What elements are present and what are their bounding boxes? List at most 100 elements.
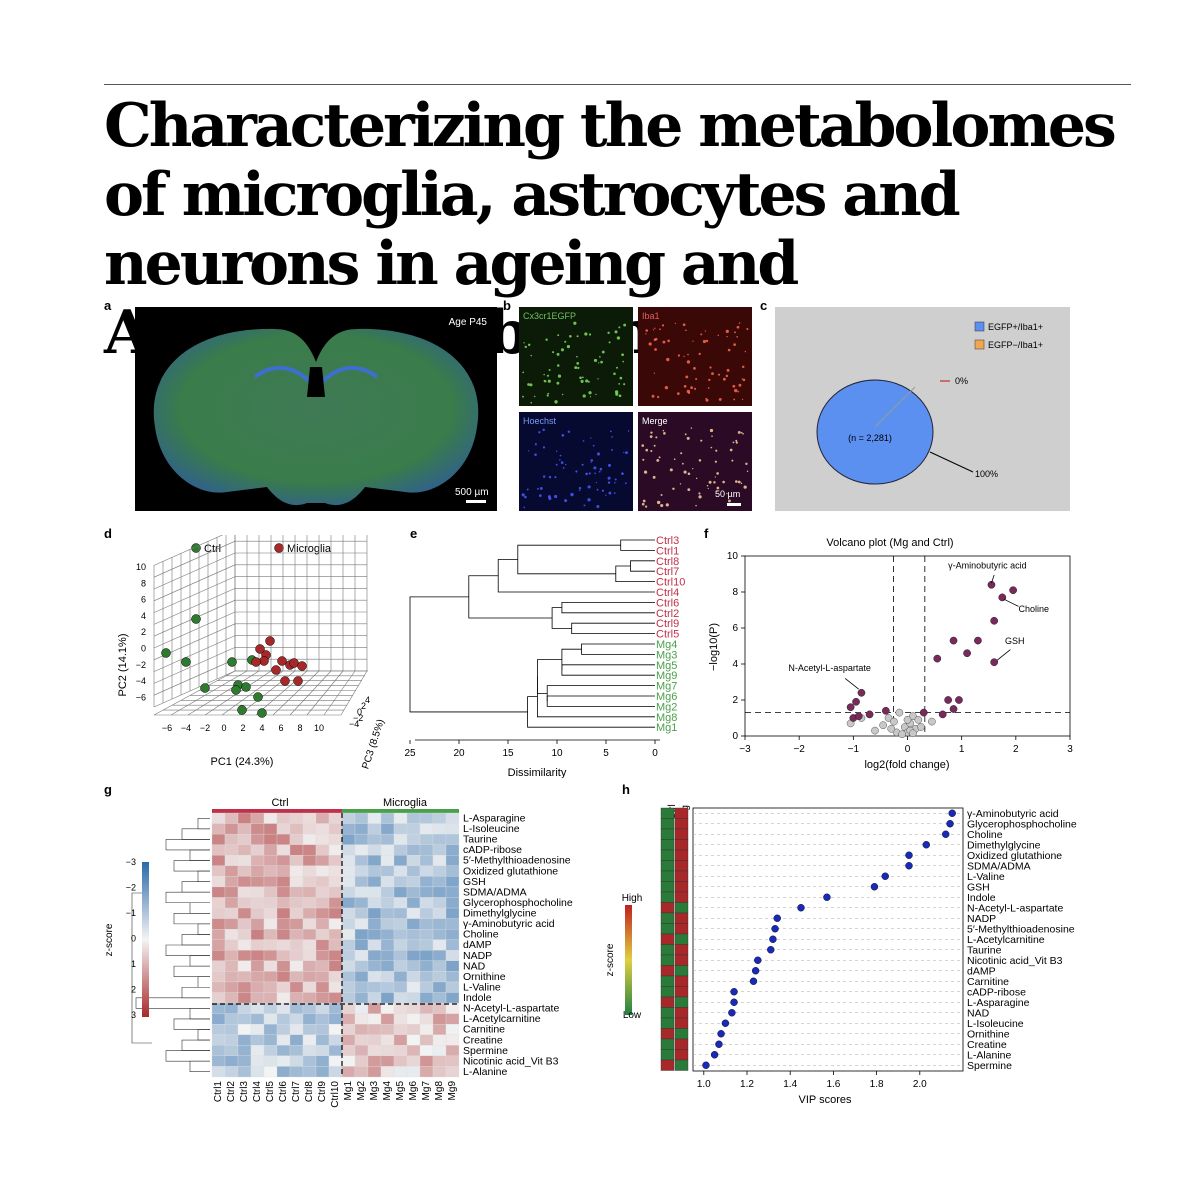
cell-dot — [542, 446, 546, 449]
heatmap-cell — [250, 1066, 265, 1078]
heatmap-cell — [367, 971, 382, 983]
heatmap-cell — [445, 823, 460, 835]
heatmap-cell — [419, 918, 434, 930]
cell-dot — [726, 368, 730, 372]
heatmap-cell — [328, 865, 343, 877]
heatmap-cell — [250, 992, 265, 1004]
heatmap-cell — [289, 855, 304, 866]
heatmap-cell — [224, 1013, 239, 1025]
pca-xtick: 0 — [221, 723, 226, 733]
heatmap-cell — [406, 812, 421, 824]
heatmap-cell — [406, 1045, 421, 1057]
volcano-xtick: −3 — [739, 744, 751, 755]
cell-dot — [560, 461, 564, 464]
vip-cell-mg — [674, 1049, 689, 1061]
cell-dot — [555, 450, 558, 452]
heatmap-cell — [341, 992, 356, 1004]
heatmap-row-label: NADP — [463, 950, 492, 962]
heatmap-row-label: L-Acetylcarnitine — [463, 1013, 541, 1025]
cell-dot — [590, 459, 594, 462]
heatmap-cell — [432, 907, 447, 919]
heatmap-col-label: Ctrl5 — [265, 1081, 276, 1103]
vip-cell-ctrl — [660, 849, 675, 861]
heatmap-cell — [276, 950, 291, 961]
cell-dot — [695, 477, 698, 480]
heatmap-cell — [263, 907, 278, 919]
heatmap-cell — [328, 1066, 343, 1078]
cell-dot — [641, 444, 645, 447]
heatmap-cell — [276, 971, 291, 983]
heatmap-cell — [276, 918, 291, 930]
heatmap-cell — [406, 981, 421, 993]
pca-ytick: 10 — [136, 562, 146, 572]
cell-dot — [676, 392, 680, 395]
heatmap-cell — [211, 855, 226, 866]
heatmap-cell — [315, 939, 330, 951]
dendro-leaf: Ctrl1 — [656, 545, 679, 557]
heatmap-cell — [445, 876, 460, 888]
panel-label-a: a — [104, 298, 112, 313]
cell-dot — [577, 366, 580, 370]
heatmap-col-label: Mg8 — [434, 1081, 445, 1101]
heatmap-cell — [250, 939, 265, 951]
heatmap-cell — [211, 886, 226, 898]
heatmap-cell — [263, 939, 278, 951]
vip-cell-ctrl — [660, 839, 675, 851]
cell-dot — [700, 439, 703, 442]
heatmap-cell — [263, 950, 278, 961]
cell-dot — [593, 466, 597, 470]
heatmap-cell — [250, 897, 265, 909]
heatmap-cell — [302, 886, 317, 898]
vip-point — [773, 914, 781, 922]
heatmap-cell — [276, 960, 291, 972]
vip-row-label: L-Acetylcarnitine — [967, 934, 1045, 946]
volcano-point-sig — [963, 649, 971, 658]
heatmap-cell — [367, 844, 382, 856]
pca-point-microglia — [271, 665, 281, 675]
cell-dot — [659, 328, 661, 331]
pca-point-ctrl — [231, 685, 241, 695]
heatmap-cell — [276, 1034, 291, 1046]
heatmap-cell — [380, 981, 395, 993]
heatmap-cell — [406, 876, 421, 888]
heatmap-cell — [289, 960, 304, 972]
heatmap-cell — [315, 1002, 330, 1014]
cell-dot — [702, 339, 707, 344]
cell-dot — [714, 460, 717, 463]
heatmap-cell — [354, 886, 369, 898]
heatmap-cell — [367, 865, 382, 877]
cell-dot — [726, 492, 728, 495]
cell-dot — [533, 395, 536, 398]
vip-point — [717, 1030, 725, 1038]
cell-dot — [682, 323, 686, 327]
volcano-ytick: 4 — [732, 659, 738, 670]
heatmap-cell — [445, 1055, 460, 1067]
cell-dot — [613, 492, 616, 494]
heatmap-cell — [406, 918, 421, 930]
heatmap-cell — [406, 950, 421, 961]
heatmap-cell — [289, 865, 304, 877]
heatmap-cell — [393, 971, 408, 983]
pca-xtick: 6 — [278, 723, 283, 733]
heatmap-cell — [432, 812, 447, 824]
heatmap-cell — [276, 1002, 291, 1014]
heatmap-cell — [419, 992, 434, 1004]
heatmap-cell — [237, 907, 252, 919]
heatmap-row-label: Spermine — [463, 1045, 508, 1057]
dendro-leaf: Ctrl7 — [656, 566, 679, 578]
heatmap-cell — [289, 833, 304, 845]
pct-hundred: 100% — [975, 469, 998, 479]
heatmap-cell — [263, 1013, 278, 1025]
heatmap-cell — [380, 1066, 395, 1078]
cell-dot — [653, 372, 656, 374]
cell-dot — [716, 490, 718, 492]
heatmap-cell — [380, 1013, 395, 1025]
heatmap-cell — [419, 981, 434, 993]
heatmap-cell — [315, 918, 330, 930]
cell-dot — [605, 494, 607, 496]
heatmap-cell — [315, 833, 330, 845]
heatmap-cell — [315, 1024, 330, 1035]
cell-dot — [527, 383, 530, 386]
volcano-point-ns — [898, 730, 906, 739]
cell-dot — [618, 326, 621, 329]
